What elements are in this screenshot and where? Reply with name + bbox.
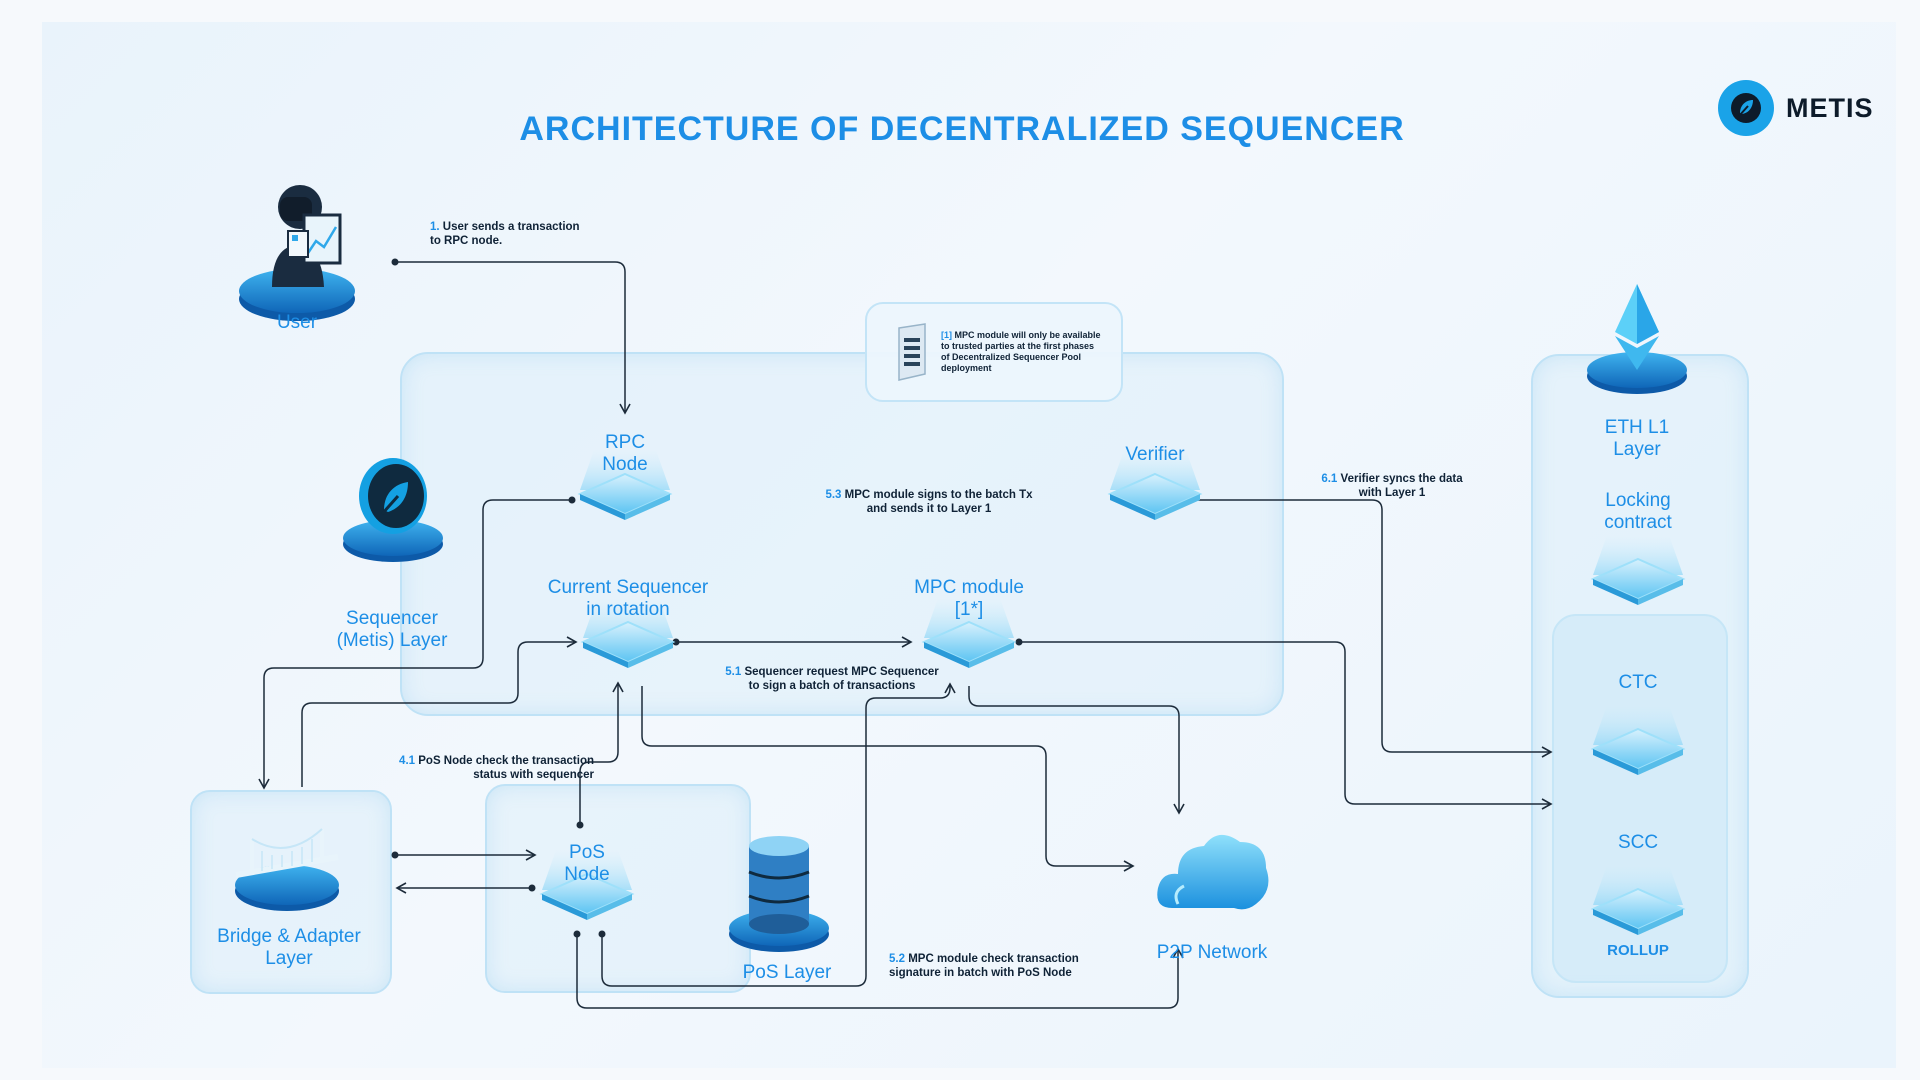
scc-label: SCC: [1617, 832, 1659, 853]
rollup-label: ROLLUP: [1607, 942, 1669, 959]
locking-contract-tile: [1583, 527, 1693, 617]
rpc-node-label: RPC Node: [602, 432, 648, 475]
edge-pos-p2p: [576, 934, 1184, 1009]
step-5-3-annotation: 5.3 MPC module signs to the batch Tx and…: [825, 489, 1033, 515]
current-sequencer-label: Current Sequencer in rotation: [547, 577, 709, 620]
metis-leaf-icon: [1718, 80, 1774, 136]
verifier-label: Verifier: [1125, 444, 1185, 465]
page-title: ARCHITECTURE OF DECENTRALIZED SEQUENCER: [519, 110, 1405, 148]
rpc-node-tile: [570, 442, 680, 532]
eth-layer-label: ETH L1 Layer: [1604, 417, 1670, 460]
mpc-module-tile: [914, 590, 1024, 680]
sequencer-layer-label: Sequencer (Metis) Layer: [336, 608, 448, 651]
step-5-2-annotation: 5.2 MPC module check transaction signatu…: [889, 953, 1079, 979]
scc-tile: [1583, 857, 1693, 947]
step-6-1-annotation: 6.1 Verifier syncs the data with Layer 1: [1321, 473, 1463, 499]
cloud-icon: [1154, 812, 1274, 927]
brand-name: METIS: [1786, 92, 1874, 123]
edge-pos-sequencer: [579, 681, 624, 825]
connection-lines: [258, 258, 1553, 1009]
step-5-1-annotation: 5.1 Sequencer request MPC Sequencer to s…: [725, 666, 939, 692]
step-1-annotation: 1. User sends a transaction to RPC node.: [430, 221, 580, 247]
edge-mpc-p2p: [968, 686, 1185, 815]
user-label: User: [276, 312, 318, 333]
pos-node-label: PoS Node: [564, 842, 610, 885]
edge-rpc-bridge: [258, 499, 572, 790]
user-workstation-icon: [232, 167, 362, 332]
database-icon: [724, 830, 834, 965]
edge-sequencer-p2p: [641, 686, 1135, 872]
pos-node-tile: [532, 842, 642, 932]
ctc-label: CTC: [1618, 672, 1658, 693]
diagram-canvas: ARCHITECTURE OF DECENTRALIZED SEQUENCER …: [42, 22, 1896, 1068]
p2p-label: P2P Network: [1156, 942, 1268, 963]
bridge-panel: [190, 790, 392, 994]
ctc-tile: [1583, 697, 1693, 787]
edge-verifier-ctc: [1173, 499, 1553, 758]
edge-user-rpc: [395, 261, 631, 415]
brand-logo: METIS: [1718, 80, 1874, 136]
mpc-note-text: [1] MPC module will only be available to…: [941, 330, 1101, 373]
step-4-1-annotation: 4.1 PoS Node check the transaction statu…: [399, 755, 594, 781]
locking-contract-label: Locking contract: [1604, 490, 1672, 533]
verifier-tile: [1100, 442, 1210, 532]
bridge-label: Bridge & Adapter Layer: [217, 926, 361, 969]
current-sequencer-tile: [573, 590, 683, 680]
edge-mpc-scc: [1019, 641, 1553, 810]
edge-bridge-sequencer: [301, 636, 578, 787]
mpc-note-box: [1] MPC module will only be available to…: [865, 302, 1123, 402]
edge-pos-mpc: [601, 682, 956, 987]
ethereum-icon: [1579, 280, 1695, 405]
pos-layer-label: PoS Layer: [742, 962, 832, 983]
document-icon: [893, 322, 931, 389]
bridge-icon: [222, 817, 352, 922]
sequencer-layer-panel: [400, 352, 1284, 716]
metis-token-icon: [338, 452, 448, 572]
mpc-module-label: MPC module [1*]: [914, 577, 1024, 620]
